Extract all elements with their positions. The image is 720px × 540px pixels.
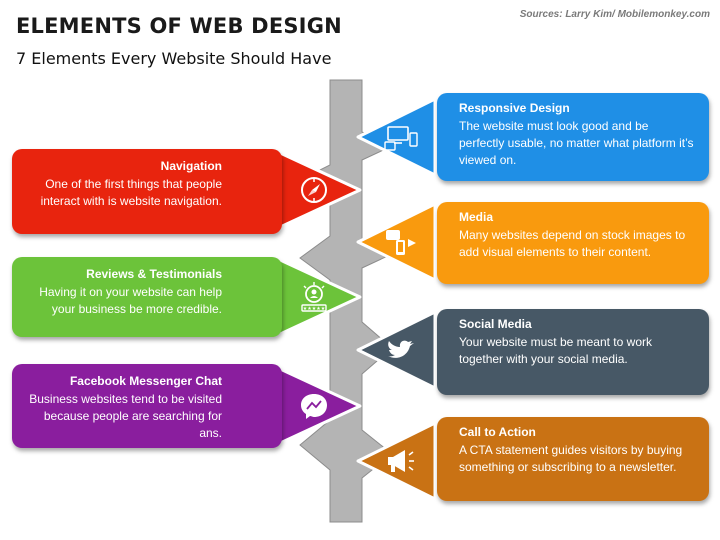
media-icon (386, 230, 416, 255)
card-title: Facebook Messenger Chat (69, 374, 222, 388)
card-description: A CTA statement guides visitors by buyin… (459, 443, 683, 474)
card-title: Call to Action (459, 425, 536, 439)
card-title: Reviews & Testimonials (86, 267, 222, 281)
page-subtitle: 7 Elements Every Website Should Have (16, 49, 332, 68)
twitter-icon (388, 340, 414, 358)
svg-text:★★★★★: ★★★★★ (303, 306, 326, 312)
megaphone-icon (388, 450, 414, 472)
card-description: One of the first things that people inte… (40, 177, 222, 208)
review-icon: ★★★★★ (301, 282, 327, 312)
compass-icon (301, 177, 327, 203)
card-title: Media (459, 210, 494, 224)
card-description: Having it on your website can help your … (39, 285, 222, 316)
card-description: Many websites depend on stock images to … (459, 228, 686, 259)
card-title: Social Media (459, 317, 532, 331)
devices-icon (384, 126, 418, 151)
page-title: ELEMENTS OF WEB DESIGN (16, 14, 342, 38)
card-description: Business websites tend to be visited bec… (29, 392, 222, 440)
messenger-icon (301, 394, 327, 419)
card-description: Your website must be meant to work toget… (459, 335, 652, 366)
card-title: Responsive Design (459, 101, 570, 115)
source-credit: Sources: Larry Kim/ Mobilemonkey.com (519, 9, 710, 20)
arrow-responsive (356, 97, 437, 177)
arrow-shape (356, 97, 437, 177)
card-cta: Call to Action A CTA statement guides vis… (437, 417, 709, 501)
card-title: Navigation (160, 159, 222, 173)
card-description: The website must look good and be perfec… (459, 119, 694, 167)
